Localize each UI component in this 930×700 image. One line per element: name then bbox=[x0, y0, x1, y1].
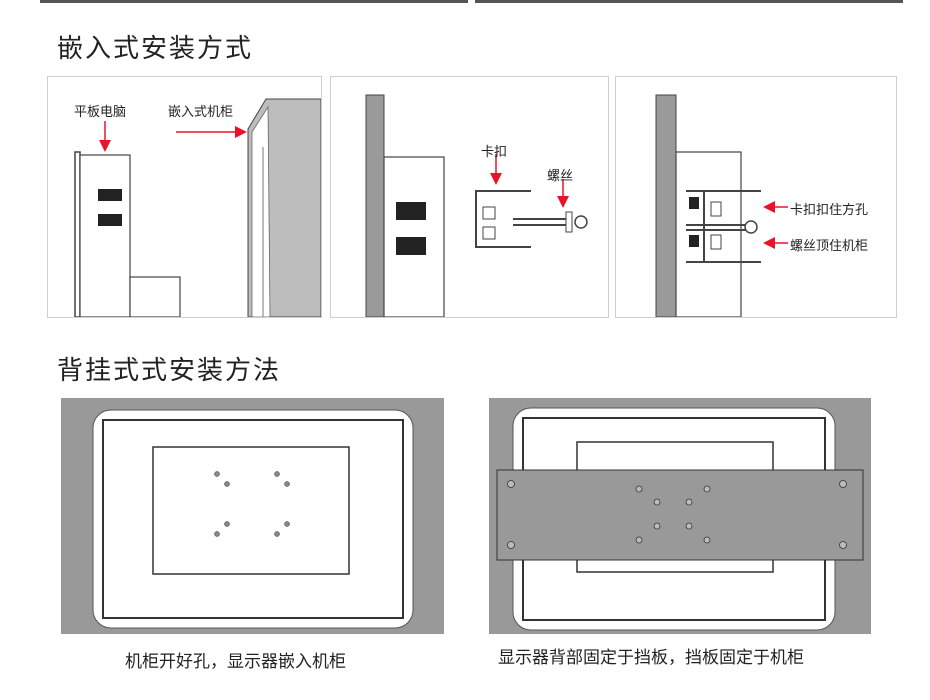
tablet-cabinet-illustration bbox=[74, 98, 321, 317]
section-title-embedded: 嵌入式安装方式 bbox=[57, 34, 254, 64]
top-divider-left bbox=[40, 0, 468, 3]
mounting-hole-icon bbox=[507, 480, 847, 549]
diagram-panel-tablet-cabinet: 平板电脑 嵌入式机柜 bbox=[47, 76, 322, 318]
caption-cabinet-cutout: 机柜开好孔，显示器嵌入机柜 bbox=[125, 652, 346, 672]
label-screw: 螺丝 bbox=[547, 169, 574, 184]
diagram-panel-back-plate bbox=[485, 392, 875, 640]
label-embedded-cabinet: 嵌入式机柜 bbox=[168, 105, 234, 120]
diagram-panel-cabinet-cutout bbox=[55, 392, 450, 640]
section-title-hanging: 背挂式式安装方法 bbox=[57, 356, 282, 386]
back-plate-illustration bbox=[489, 398, 871, 634]
cabinet-cutout-illustration bbox=[61, 398, 444, 634]
diagram-panel-assembled: 卡扣扣住方孔 螺丝顶住机柜 bbox=[615, 76, 897, 318]
caption-back-plate: 显示器背部固定于挡板，挡板固定于机柜 bbox=[498, 648, 804, 668]
label-clip-hole: 卡扣扣住方孔 bbox=[790, 203, 869, 218]
clip-screw-illustration bbox=[365, 94, 588, 317]
mounting-hole-icon bbox=[214, 471, 290, 537]
top-divider-right bbox=[475, 0, 903, 3]
label-screw-cabinet: 螺丝顶住机柜 bbox=[790, 239, 869, 254]
assembled-clip-illustration bbox=[655, 94, 788, 317]
diagram-panel-clip-screw: 卡扣 螺丝 bbox=[330, 76, 609, 318]
label-tablet: 平板电脑 bbox=[74, 105, 127, 120]
label-clip: 卡扣 bbox=[481, 145, 508, 160]
